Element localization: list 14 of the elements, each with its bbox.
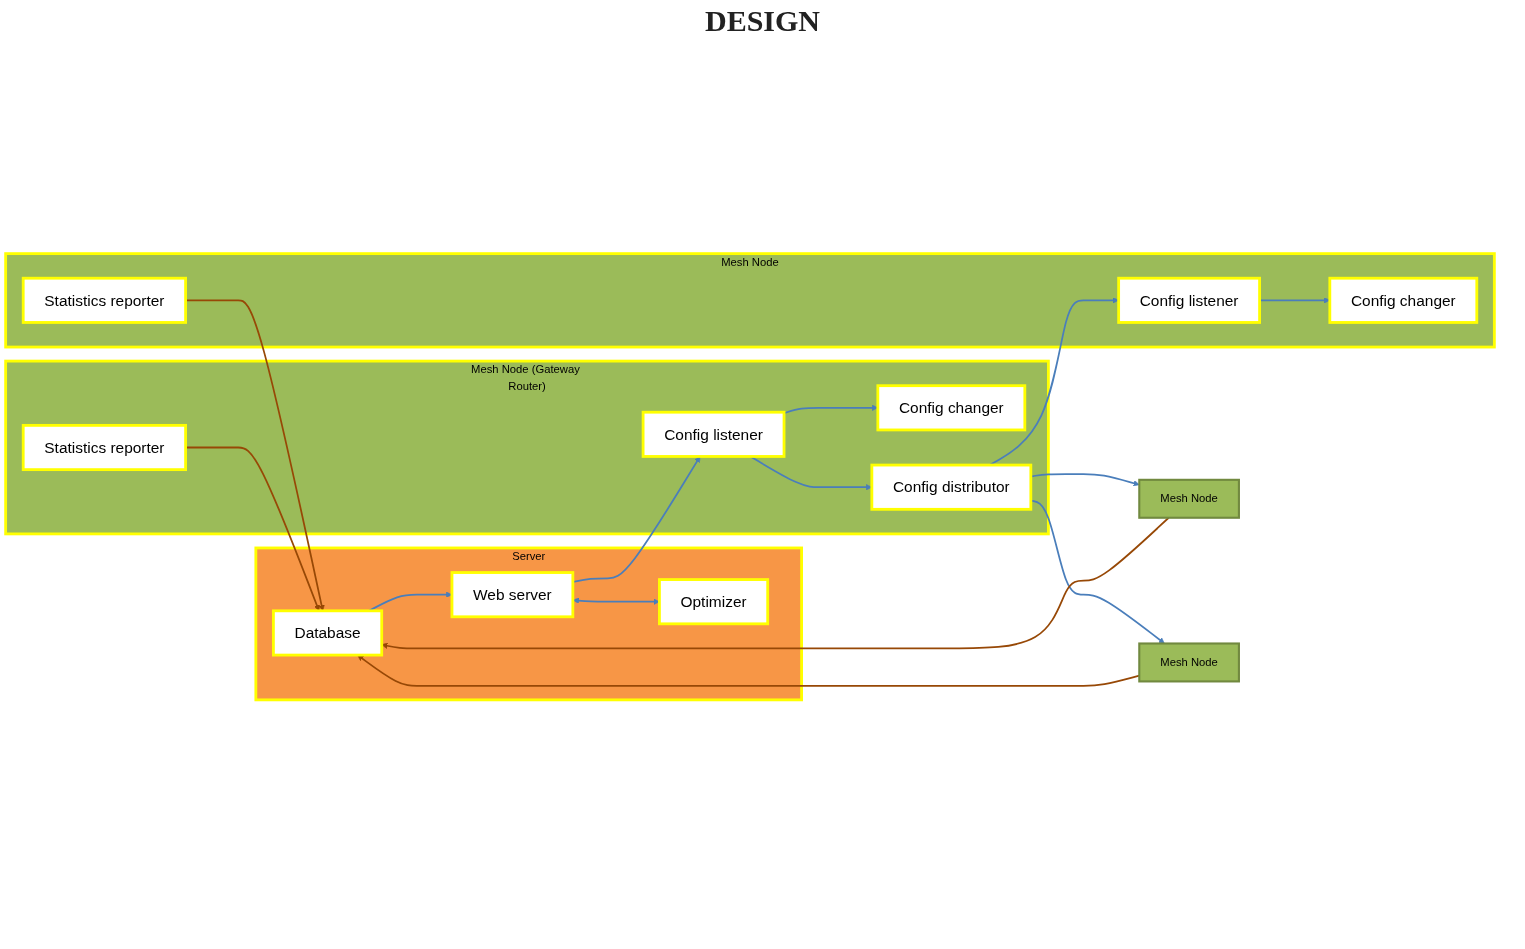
- node-box: Database: [272, 609, 384, 657]
- node-box: Config distributor: [870, 463, 1033, 511]
- node-box: Config listener: [641, 411, 786, 459]
- node-box: Web server: [450, 571, 575, 619]
- node-box: Config changer: [1328, 277, 1479, 325]
- arrow: [572, 597, 660, 606]
- node-box: Statistics reporter: [21, 277, 187, 325]
- node-box: Mesh Node: [1138, 479, 1240, 520]
- diagram-title: DESIGN: [703, 4, 821, 38]
- node-box: Config changer: [876, 384, 1027, 432]
- node-box: Config listener: [1117, 277, 1261, 325]
- node-box: Statistics reporter: [21, 424, 187, 472]
- node-box: Mesh Node: [1138, 642, 1240, 683]
- node-box: Optimizer: [658, 578, 770, 626]
